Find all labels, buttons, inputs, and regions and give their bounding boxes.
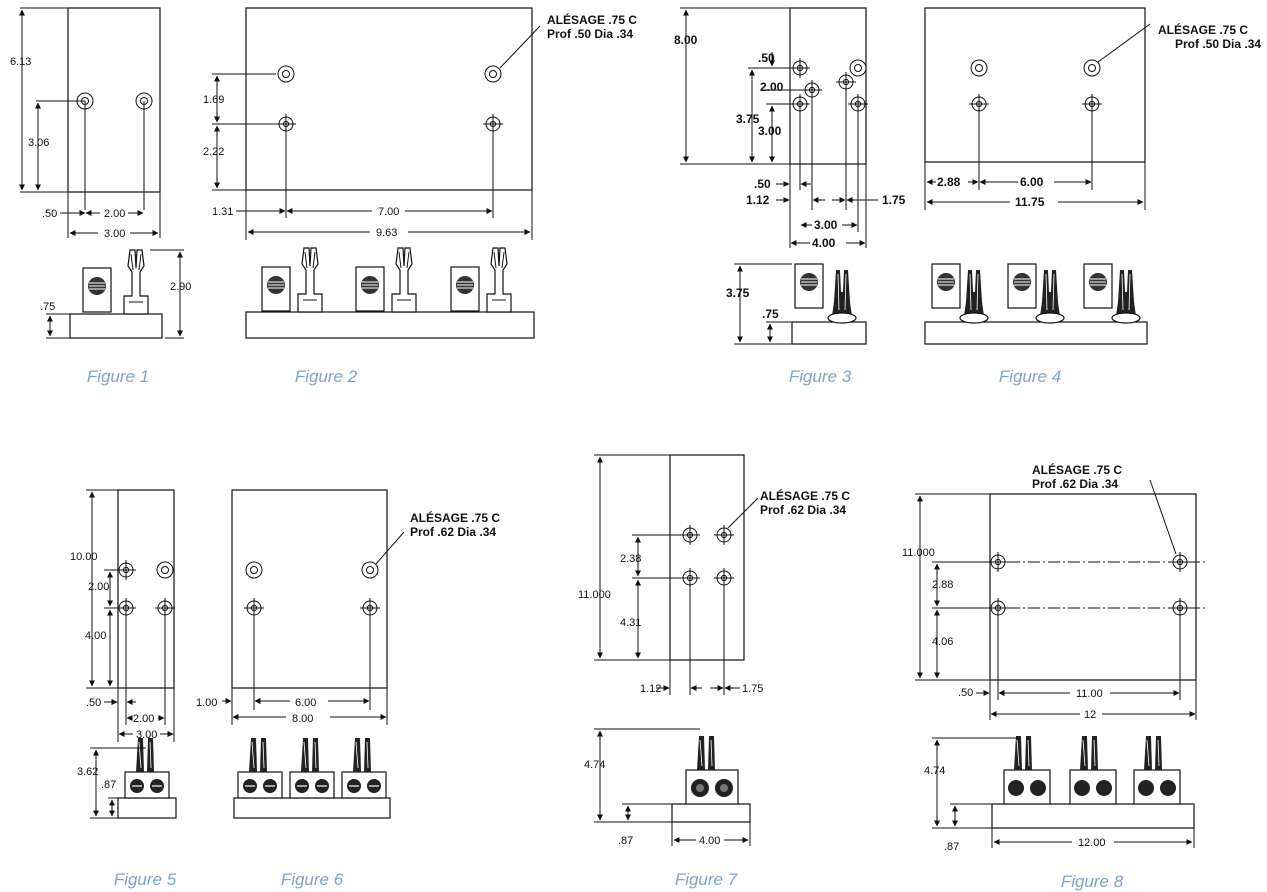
figure-2-side-view bbox=[245, 247, 535, 339]
figure-caption: Figure 8 bbox=[1061, 872, 1124, 891]
dim-label: 12 bbox=[1084, 709, 1096, 721]
figure-3: 8.00 .50 2.00 3.75 3.00 .50 1.12 1.75 3.… bbox=[674, 7, 906, 386]
dim-label: 1.75 bbox=[742, 683, 763, 695]
bore-note: ALÉSAGE .75 C bbox=[760, 488, 850, 503]
dim-label: 9.63 bbox=[376, 227, 397, 239]
figure-3-side-view: 3.75 .75 bbox=[726, 263, 867, 345]
dim-label: 1.69 bbox=[203, 94, 224, 106]
dim-label: 1.12 bbox=[746, 193, 770, 207]
figure-5: 10.00 2.00 4.00 .50 2.00 3.00 3.62 .87 F… bbox=[70, 489, 177, 889]
dim-label: 4.00 bbox=[699, 835, 720, 847]
dim-label: 4.06 bbox=[932, 636, 953, 648]
dim-label: 10.00 bbox=[70, 551, 98, 563]
bore-note: Prof .50 Dia .34 bbox=[547, 27, 633, 41]
dim-label: 2.38 bbox=[620, 553, 641, 565]
figure-caption: Figure 2 bbox=[295, 367, 358, 386]
figure-7-plate bbox=[669, 454, 745, 661]
bore-note: Prof .62 Dia .34 bbox=[410, 525, 496, 539]
dim-label: 2.00 bbox=[88, 581, 109, 593]
dim-label: 3.06 bbox=[28, 137, 49, 149]
dim-label: .75 bbox=[762, 307, 779, 321]
dim-label: 11.75 bbox=[1015, 195, 1045, 209]
bore-note: ALÉSAGE .75 C bbox=[547, 12, 637, 27]
dim-label: 3.00 bbox=[758, 124, 782, 138]
dim-label: .87 bbox=[944, 841, 959, 853]
dim-label: 6.13 bbox=[10, 56, 31, 68]
bore-note: ALÉSAGE .75 C bbox=[1158, 22, 1248, 37]
figure-8-plate bbox=[989, 493, 1197, 681]
bore-note: Prof .50 Dia .34 bbox=[1175, 37, 1261, 51]
dim-label: 6.00 bbox=[1020, 175, 1044, 189]
figure-2-plate bbox=[245, 7, 533, 191]
dim-label: 2.88 bbox=[937, 175, 961, 189]
dim-label: 2.00 bbox=[104, 208, 125, 220]
dim-label: .50 bbox=[86, 697, 101, 709]
dim-label: 4.31 bbox=[620, 617, 641, 629]
figure-5-side-view: 3.62 .87 bbox=[77, 737, 177, 819]
dim-label: .50 bbox=[958, 687, 973, 699]
dim-label: .50 bbox=[754, 177, 771, 191]
dim-label: 11.000 bbox=[578, 589, 611, 601]
dim-label: .87 bbox=[101, 779, 116, 791]
figure-1-plate bbox=[67, 7, 161, 193]
dim-label: 8.00 bbox=[674, 33, 698, 47]
figure-6: 1.00 6.00 8.00 ALÉSAGE .75 C Prof .62 Di… bbox=[196, 489, 500, 889]
figure-3-plate bbox=[789, 7, 867, 165]
dim-label: 2.22 bbox=[203, 146, 224, 158]
dim-label: 2.00 bbox=[760, 80, 784, 94]
dim-label: 4.00 bbox=[812, 236, 836, 250]
bore-note: ALÉSAGE .75 C bbox=[410, 510, 500, 525]
dim-label: 4.74 bbox=[924, 765, 945, 777]
dim-label: 7.00 bbox=[378, 206, 399, 218]
bore-note: ALÉSAGE .75 C bbox=[1032, 462, 1122, 477]
dim-label: 3.62 bbox=[77, 766, 98, 778]
dim-label: 2.00 bbox=[133, 713, 154, 725]
figure-8-side-view: 4.74 .87 12.00 bbox=[924, 735, 1195, 853]
figure-caption: Figure 3 bbox=[789, 367, 852, 386]
dim-label: 4.00 bbox=[85, 630, 106, 642]
dim-label: 12.00 bbox=[1078, 837, 1106, 849]
dim-label: 3.00 bbox=[814, 218, 838, 232]
figure-8: 11.000 2.88 4.06 .50 11.00 12 ALÉSAGE .7… bbox=[902, 462, 1205, 891]
figure-6-side-view bbox=[233, 737, 391, 819]
figure-4: 2.88 6.00 11.75 ALÉSAGE .75 C Prof .50 D… bbox=[924, 7, 1261, 386]
dim-label: 3.75 bbox=[726, 286, 750, 300]
dim-label: 11.000 bbox=[902, 547, 935, 559]
figure-2: 1.69 2.22 1.31 7.00 9.63 ALÉSAGE .75 C P… bbox=[203, 7, 637, 386]
dim-label: 8.00 bbox=[292, 713, 313, 725]
dim-label: 2.90 bbox=[170, 281, 191, 293]
figure-caption: Figure 7 bbox=[675, 870, 738, 889]
figure-1: 6.13 3.06 .50 2.00 3.00 .75 2.90 Figure … bbox=[10, 7, 191, 386]
dim-label: 1.00 bbox=[196, 697, 217, 709]
figure-4-side-view bbox=[924, 263, 1148, 345]
figure-7-side-view: 4.74 .87 4.00 bbox=[584, 728, 751, 847]
dim-label: 1.75 bbox=[882, 193, 906, 207]
dim-label: 11.00 bbox=[1076, 688, 1103, 700]
dim-label: 6.00 bbox=[295, 697, 316, 709]
dim-label: 1.12 bbox=[640, 683, 661, 695]
figure-caption: Figure 6 bbox=[281, 870, 344, 889]
dim-label: 1.31 bbox=[212, 206, 233, 218]
figure-7: 11.000 2.38 4.31 1.12 1.75 ALÉSAGE .75 C… bbox=[578, 454, 850, 889]
figure-4-plate bbox=[924, 7, 1146, 163]
figure-caption: Figure 4 bbox=[999, 367, 1061, 386]
bore-note: Prof .62 Dia .34 bbox=[1032, 477, 1118, 491]
figure-caption: Figure 1 bbox=[87, 367, 149, 386]
dim-label: .50 bbox=[758, 51, 775, 65]
dim-label: 2.88 bbox=[932, 579, 953, 591]
dim-label: 3.75 bbox=[736, 112, 760, 126]
dim-label: .87 bbox=[618, 835, 633, 847]
dim-label: 3.00 bbox=[104, 228, 125, 240]
figure-caption: Figure 5 bbox=[114, 870, 177, 889]
dim-label: .50 bbox=[42, 208, 57, 220]
figure-6-plate bbox=[231, 489, 388, 689]
dim-label: .75 bbox=[40, 301, 55, 313]
figure-1-side-view: .75 2.90 bbox=[40, 249, 191, 339]
dim-label: 4.74 bbox=[584, 759, 605, 771]
bore-note: Prof .62 Dia .34 bbox=[760, 503, 846, 517]
